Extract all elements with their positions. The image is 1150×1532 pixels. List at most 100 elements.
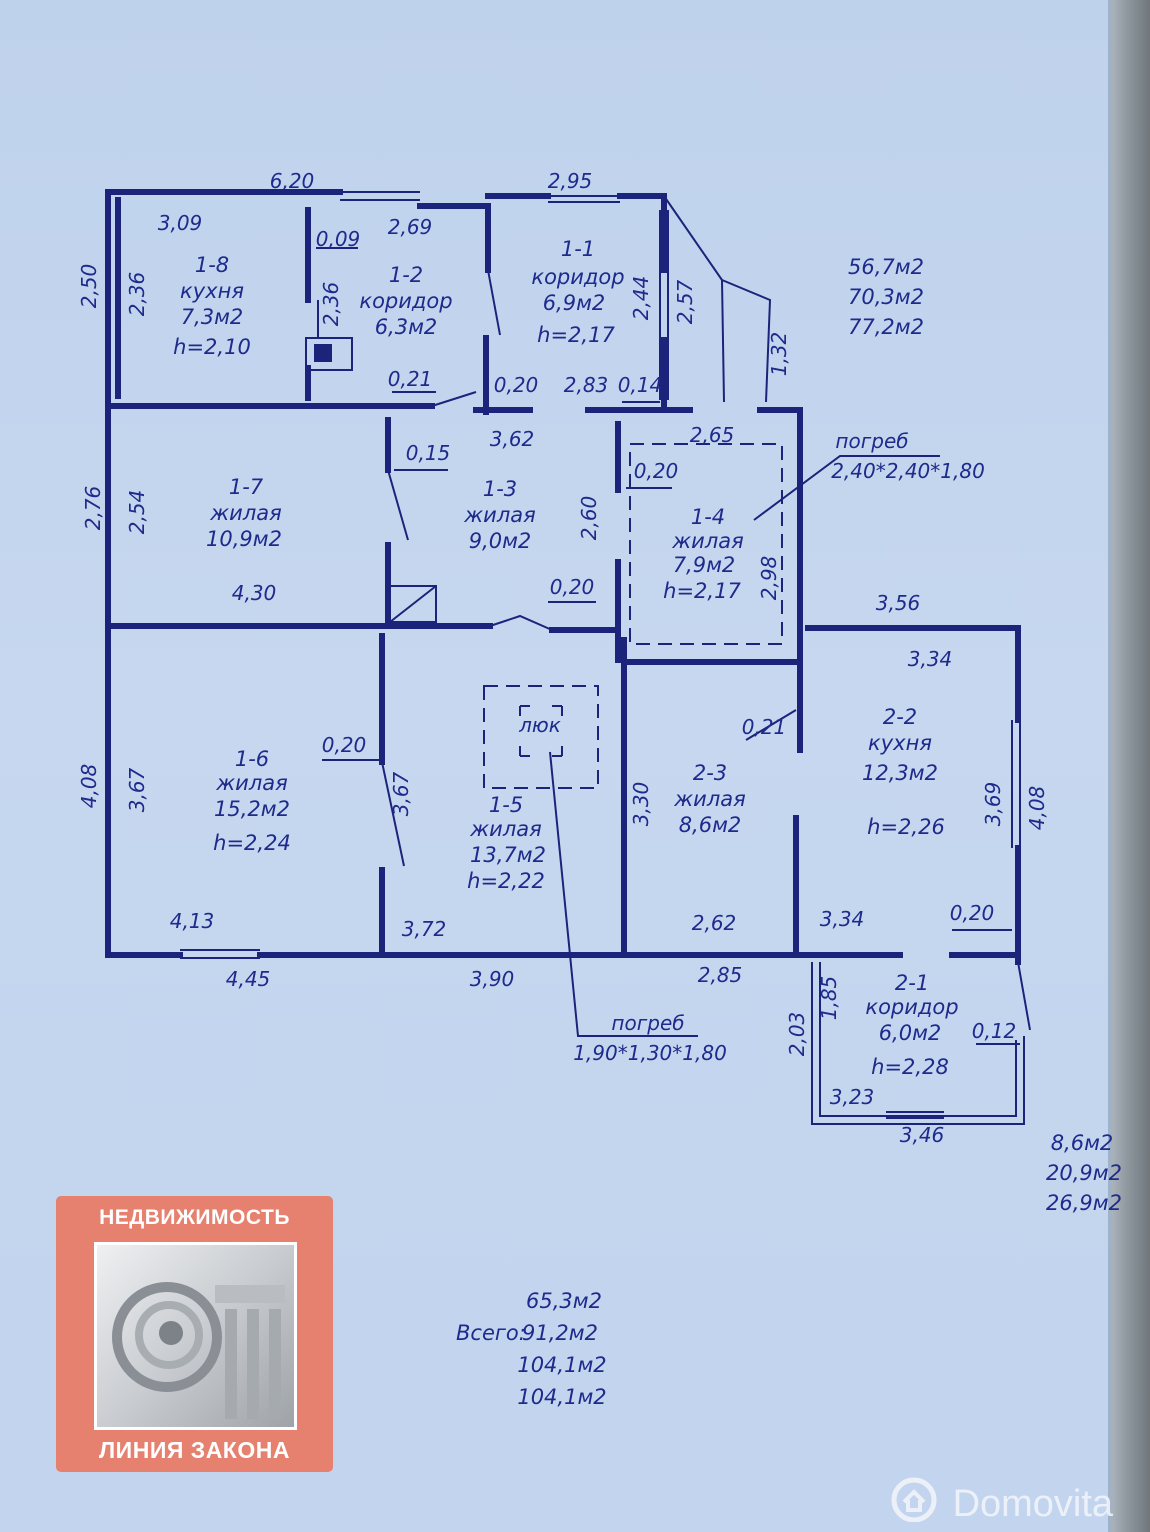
room-area: 6,9м2	[543, 291, 606, 315]
dim-label: 0,20	[950, 901, 995, 925]
cellar-note-2: погреб 1,90*1,30*1,80	[573, 1011, 727, 1065]
hatch-label: люк	[518, 713, 561, 737]
agency-logo: НЕДВИЖИМОСТЬ ЛИНИЯ ЗАКОНА	[56, 1196, 333, 1472]
room-number: 1-8	[195, 253, 229, 277]
room-area: 12,3м2	[862, 761, 938, 785]
area-value: 8,6м2	[1051, 1131, 1114, 1155]
room-name: коридор	[865, 995, 958, 1019]
hatch-inner	[519, 705, 563, 757]
note-label: погреб	[611, 1011, 684, 1035]
area-value: 26,9м2	[1046, 1191, 1122, 1215]
page-edge-shadow	[1112, 0, 1150, 1532]
dim-label: 2,50	[77, 264, 101, 309]
dim-label: 0,20	[550, 575, 595, 599]
note-size: 2,40*2,40*1,80	[831, 459, 985, 483]
door-swings	[381, 269, 1031, 1031]
room-1-7: 1-7 жилая 10,9м2	[206, 475, 282, 551]
room-1-6: 1-6 жилая 15,2м2 h=2,24	[213, 747, 291, 855]
room-1-4: 1-4 жилая 7,9м2 h=2,17	[663, 505, 744, 603]
column-capital-icon	[112, 1282, 285, 1419]
dim-label: 2,83	[564, 373, 609, 397]
dim-label: 3,67	[389, 771, 413, 816]
room-number: 1-3	[483, 477, 517, 501]
room-number: 1-6	[235, 747, 269, 771]
note-label: погреб	[835, 429, 908, 453]
dim-label: 3,34	[908, 647, 953, 671]
hatch-outline	[483, 685, 599, 789]
room-name: жилая	[463, 503, 536, 527]
cellar-outline	[629, 443, 783, 645]
dim-label: 2,65	[690, 423, 735, 447]
room-area: 8,6м2	[679, 813, 742, 837]
walls	[105, 189, 1025, 1125]
dim-label: 2,95	[548, 169, 593, 193]
stove-icon	[305, 300, 353, 371]
room-1-8: 1-8 кухня 7,3м2 h=2,10	[173, 253, 251, 359]
area-value: 56,7м2	[848, 255, 924, 279]
domovita-watermark: Domovita	[890, 1476, 1150, 1526]
room-height: h=2,17	[537, 323, 615, 347]
room-height: h=2,22	[467, 869, 545, 893]
dim-label: 0,12	[972, 1019, 1017, 1043]
room-number: 1-4	[691, 505, 725, 529]
room-area: 13,7м2	[470, 843, 546, 867]
dim-label: 3,46	[900, 1123, 945, 1147]
dim-label: 0,21	[742, 715, 787, 739]
room-number: 2-1	[895, 971, 929, 995]
windows	[180, 191, 1021, 1119]
room-area: 10,9м2	[206, 527, 282, 551]
room-name: жилая	[671, 529, 744, 553]
room-2-2: 2-2 кухня 12,3м2 h=2,26	[862, 705, 945, 839]
logo-top-text: НЕДВИЖИМОСТЬ	[99, 1206, 290, 1229]
dim-label: 3,34	[820, 907, 865, 931]
total-value: 91,2м2	[522, 1321, 598, 1345]
room-name: кухня	[180, 279, 244, 303]
room-height: h=2,28	[871, 1055, 949, 1079]
dim-label: 3,67	[125, 767, 149, 812]
dim-label: 4,08	[1025, 786, 1049, 831]
room-1-5: 1-5 жилая 13,7м2 h=2,22	[467, 793, 546, 893]
room-height: h=2,26	[867, 815, 945, 839]
dim-label: 0,20	[634, 459, 679, 483]
dim-label: 3,90	[470, 967, 515, 991]
room-name: коридор	[359, 289, 452, 313]
dim-label: 3,30	[629, 782, 653, 827]
room-number: 2-2	[883, 705, 917, 729]
logo-bottom-text: ЛИНИЯ ЗАКОНА	[99, 1437, 290, 1463]
room-name: жилая	[469, 817, 542, 841]
dim-label: 3,69	[981, 782, 1005, 827]
room-height: h=2,10	[173, 335, 251, 359]
dim-label: 0,09	[316, 227, 361, 251]
porch-lines	[663, 195, 772, 403]
room-1-3: 1-3 жилая 9,0м2	[463, 477, 536, 553]
total-value: 104,1м2	[517, 1353, 606, 1377]
room-area: 9,0м2	[469, 529, 532, 553]
page-edge-line	[1108, 0, 1112, 1532]
dim-label: 2,69	[388, 215, 433, 239]
dim-label: 1,32	[767, 332, 791, 377]
dim-label: 0,20	[494, 373, 539, 397]
dim-label: 4,30	[232, 581, 277, 605]
room-2-1: 2-1 коридор 6,0м2 h=2,28	[865, 971, 958, 1079]
dim-label: 2,76	[81, 486, 105, 531]
room-area: 6,0м2	[879, 1021, 942, 1045]
room-area: 6,3м2	[375, 315, 438, 339]
stair-box	[389, 585, 437, 623]
dim-label: 2,62	[692, 911, 737, 935]
room-name: жилая	[215, 771, 288, 795]
dim-label: 3,72	[402, 917, 447, 941]
dim-label: 2,85	[698, 963, 743, 987]
total-value: 65,3м2	[526, 1289, 602, 1313]
room-name: жилая	[209, 501, 282, 525]
cellar-note-1: погреб 2,40*2,40*1,80	[831, 429, 985, 483]
room-number: 2-3	[693, 761, 727, 785]
dim-label: 4,08	[77, 764, 101, 809]
room-height: h=2,17	[663, 579, 741, 603]
column-capital-image	[94, 1242, 297, 1430]
dim-label: 0,14	[618, 373, 663, 397]
dim-label: 3,09	[158, 211, 203, 235]
room-number: 1-5	[489, 793, 523, 817]
room-area: 15,2м2	[214, 797, 290, 821]
room-name: жилая	[673, 787, 746, 811]
